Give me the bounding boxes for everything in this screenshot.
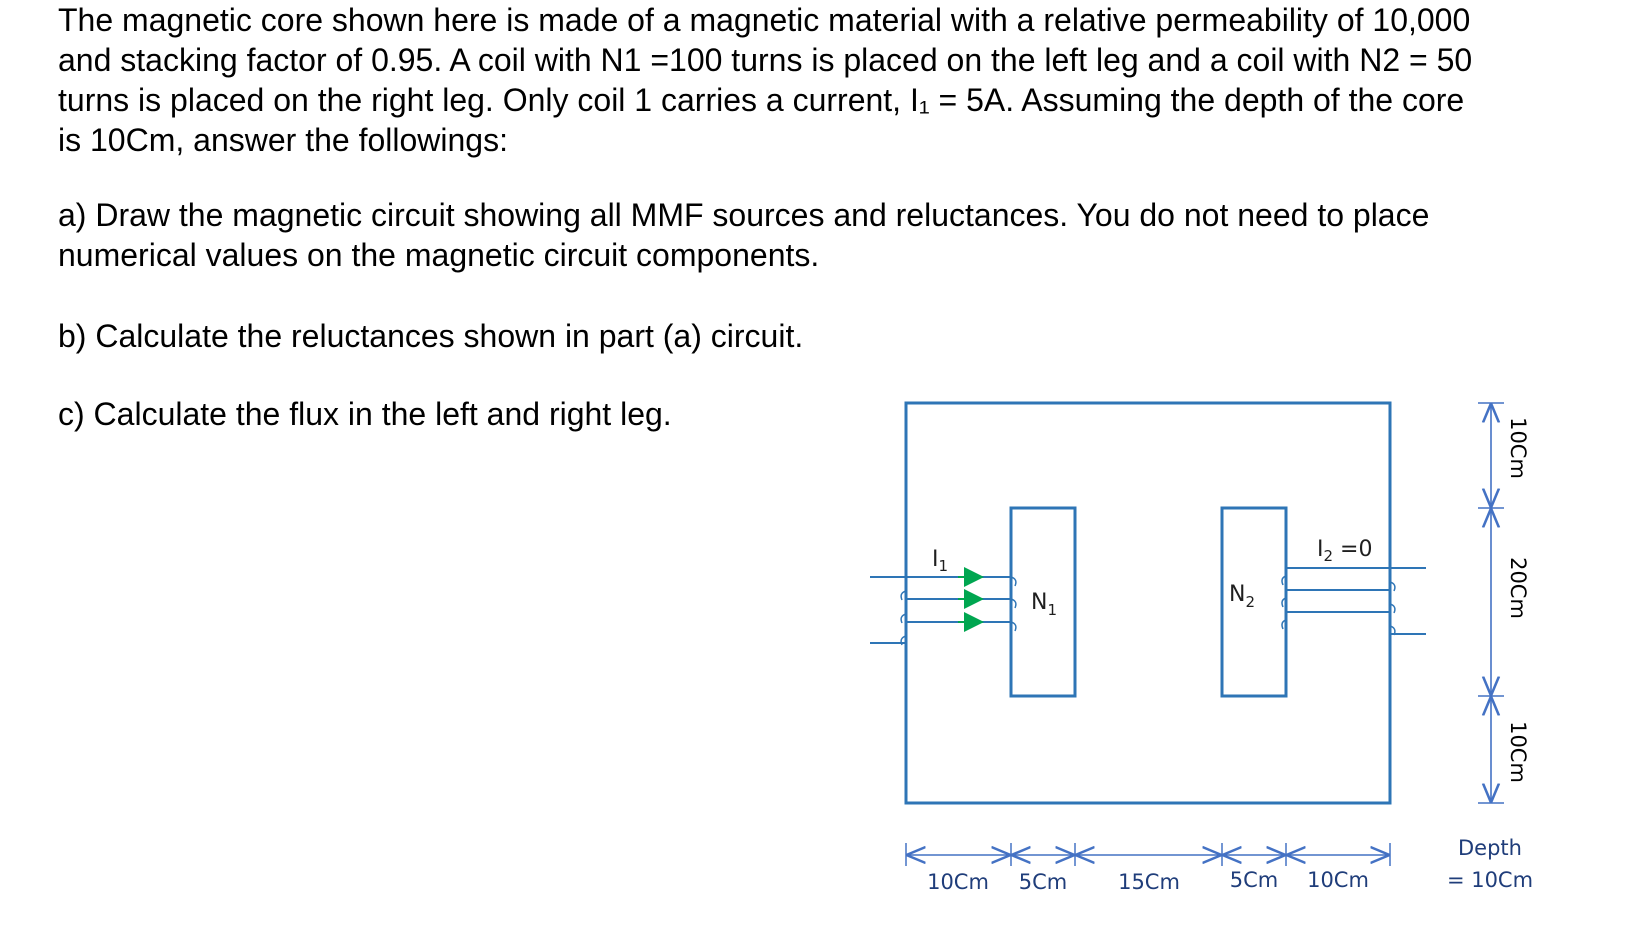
depth-label-line-1: Depth xyxy=(1458,836,1522,860)
core-window-right xyxy=(1220,506,1288,698)
question-part-c: c) Calculate the flux in the left and ri… xyxy=(58,396,672,432)
part-a-line-1: a) Draw the magnetic circuit showing all… xyxy=(58,197,1430,233)
coil2-turns-label: N2 xyxy=(1229,582,1255,611)
intro-line-3: turns is placed on the right leg. Only c… xyxy=(58,82,1465,118)
dim-right-2: 20Cm xyxy=(1506,557,1530,619)
bottom-dimensions: 10Cm 5Cm 15Cm 5Cm 10Cm xyxy=(905,843,1391,894)
dim-bottom-2: 5Cm xyxy=(1019,870,1067,894)
dim-bottom-3: 15Cm xyxy=(1118,870,1180,894)
part-a-line-2: numerical values on the magnetic circuit… xyxy=(58,237,820,273)
coil2-current-label: I2 =0 xyxy=(1317,537,1372,565)
right-dimensions: 10Cm 20Cm 10Cm xyxy=(1478,402,1530,804)
intro-line-2: and stacking factor of 0.95. A coil with… xyxy=(58,42,1473,78)
problem-statement: The magnetic core shown here is made of … xyxy=(58,0,1618,160)
intro-line-4: is 10Cm, answer the followings: xyxy=(58,122,508,158)
depth-label-line-2: = 10Cm xyxy=(1447,868,1533,892)
dim-bottom-5: 10Cm xyxy=(1307,868,1369,892)
intro-line-1: The magnetic core shown here is made of … xyxy=(58,2,1471,38)
dim-right-3: 10Cm xyxy=(1506,721,1530,783)
core-outer xyxy=(904,401,1392,805)
dim-bottom-1: 10Cm xyxy=(927,870,989,894)
coil-2 xyxy=(1281,567,1426,636)
dim-right-1: 10Cm xyxy=(1506,417,1530,479)
coil1-turns-label: N1 xyxy=(1031,590,1057,619)
coil1-current-label: I1 xyxy=(932,547,948,575)
coil-1 xyxy=(870,567,1017,646)
core-window-left xyxy=(1009,506,1077,698)
question-part-a: a) Draw the magnetic circuit showing all… xyxy=(58,195,1598,275)
question-part-b: b) Calculate the reluctances shown in pa… xyxy=(58,318,804,354)
dim-bottom-4: 5Cm xyxy=(1230,868,1278,892)
